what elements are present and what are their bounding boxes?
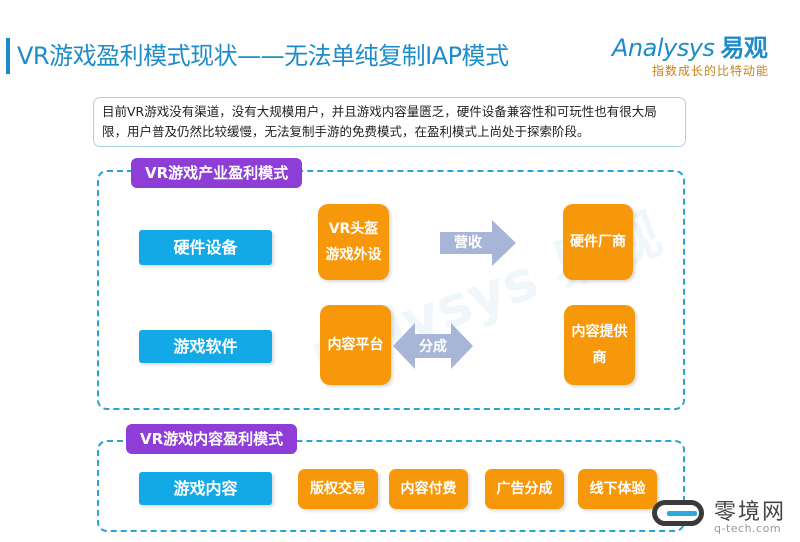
summary-box: 目前VR游戏没有渠道，没有大规模用户，并且游戏内容量匮乏，硬件设备兼容性和可玩性…	[93, 97, 686, 147]
node-line: VR头盔	[328, 221, 379, 237]
item-ad-share: 广告分成	[485, 469, 564, 509]
revenue-arrow-icon	[440, 220, 516, 266]
node-hardware-vendor: 硬件厂商	[563, 204, 633, 280]
content-model-label: VR游戏内容盈利模式	[126, 424, 298, 454]
node-vr-headset: VR头盔 游戏外设	[318, 204, 389, 280]
logo-brand-en: Analysys	[612, 34, 715, 62]
item-copyright-trade: 版权交易	[298, 469, 378, 509]
page-title: VR游戏盈利模式现状——无法单纯复制IAP模式	[17, 42, 509, 70]
item-content-payment: 内容付费	[389, 469, 468, 509]
item-label: 线下体验	[589, 481, 646, 497]
revenue-share-arrow-icon	[393, 323, 473, 369]
logo-brand-cn: 易观	[720, 34, 768, 62]
node-line: 硬件厂商	[570, 234, 626, 250]
industry-model-label: VR游戏产业盈利模式	[131, 158, 303, 188]
revenue-share-label: 分成	[419, 339, 447, 355]
category-hardware: 硬件设备	[139, 230, 272, 265]
node-line: 商	[592, 350, 607, 366]
item-label: 内容付费	[400, 481, 457, 497]
revenue-label: 营收	[454, 235, 482, 251]
node-line: 内容平台	[327, 337, 384, 353]
item-label: 广告分成	[496, 481, 553, 497]
footer-brand-cn: 零境网	[714, 500, 787, 525]
category-software: 游戏软件	[139, 330, 272, 363]
category-game-content: 游戏内容	[139, 472, 272, 505]
logo-slogan: 指数成长的比特动能	[652, 64, 770, 78]
node-line: 内容提供	[571, 324, 628, 340]
title-accent-bar	[6, 38, 10, 74]
content-model-panel	[97, 440, 685, 532]
node-line: 游戏外设	[325, 247, 382, 263]
q-tech-logo: 零境网 q-tech.com	[652, 492, 800, 542]
q-tech-mark-icon	[652, 500, 704, 526]
item-offline-experience: 线下体验	[578, 469, 657, 509]
node-content-provider: 内容提供 商	[564, 305, 635, 385]
node-content-platform: 内容平台	[320, 305, 391, 385]
footer-brand-en: q-tech.com	[714, 522, 782, 535]
industry-model-panel	[97, 170, 685, 410]
item-label: 版权交易	[310, 481, 366, 497]
